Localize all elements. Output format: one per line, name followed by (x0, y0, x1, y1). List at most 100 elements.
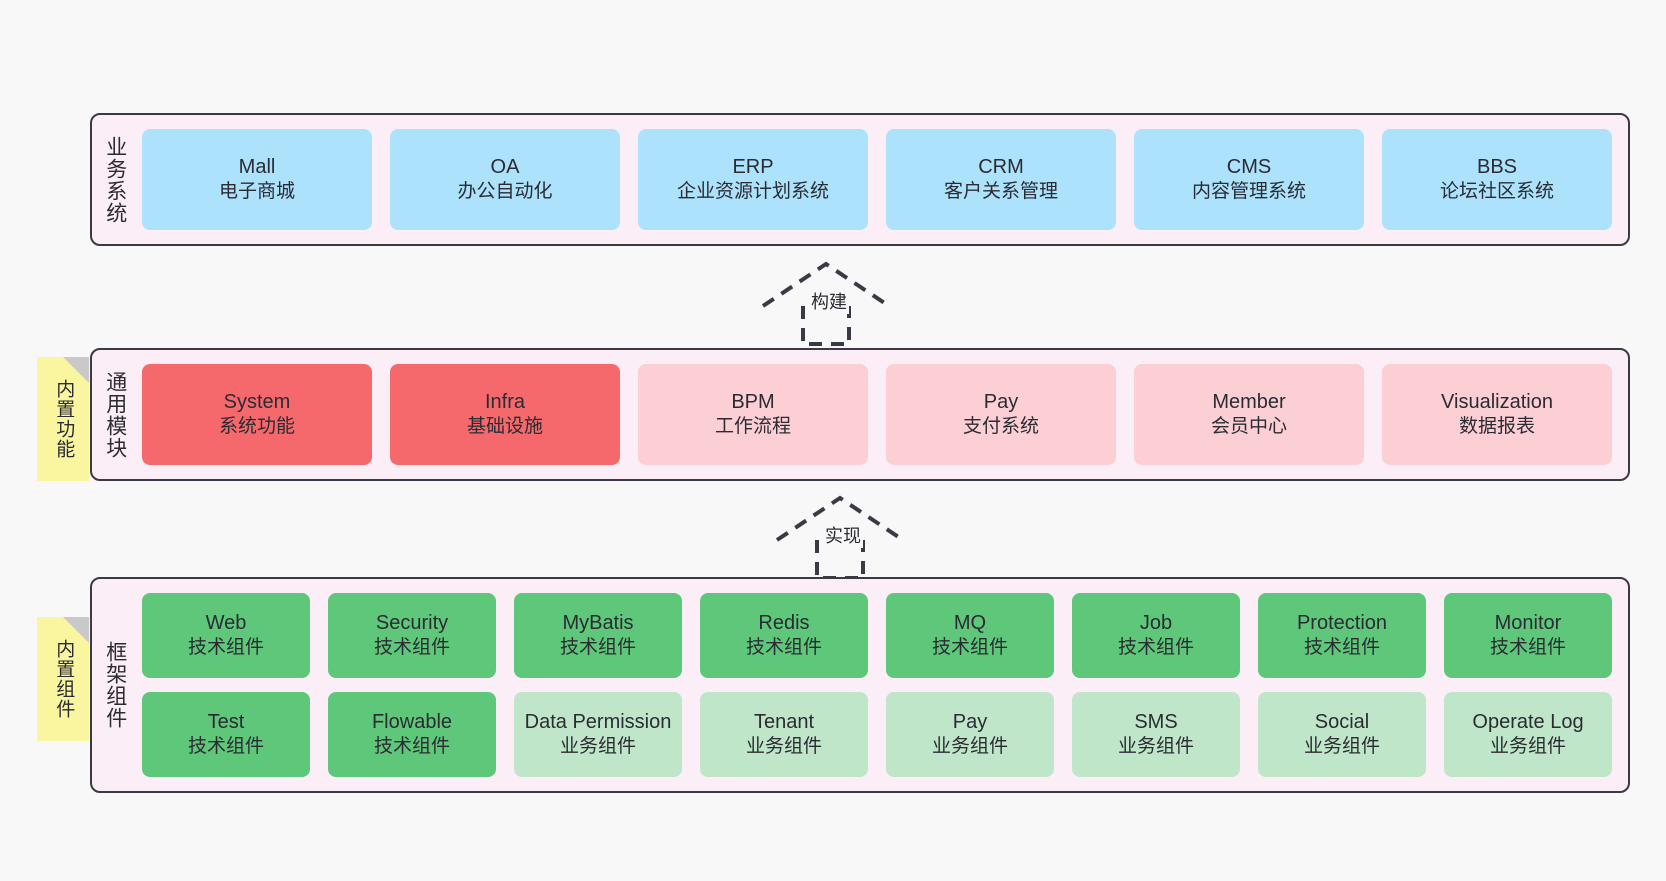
card-title: OA (490, 156, 520, 179)
layer-body-business-systems: Mall 电子商城 OA 办公自动化 ERP 企业资源计划系统 CRM 客户关系… (138, 115, 1628, 244)
card-pay-component[interactable]: Pay 业务组件 (886, 692, 1054, 777)
card-web[interactable]: Web 技术组件 (142, 593, 310, 678)
card-security[interactable]: Security 技术组件 (328, 593, 496, 678)
card-redis[interactable]: Redis 技术组件 (700, 593, 868, 678)
card-title: Tenant (753, 711, 815, 734)
card-subtitle: 业务组件 (1489, 736, 1566, 758)
card-title: CMS (1226, 156, 1272, 179)
card-tenant[interactable]: Tenant 业务组件 (700, 692, 868, 777)
card-title: System (223, 391, 291, 414)
sticky-note-built-in-functions: 内置功能 (37, 357, 89, 481)
card-pay[interactable]: Pay 支付系统 (886, 364, 1116, 465)
card-oa[interactable]: OA 办公自动化 (390, 129, 620, 230)
layer-label-framework-components: 框架组件 (103, 641, 127, 729)
card-title: Job (1139, 612, 1173, 635)
card-operate-log[interactable]: Operate Log 业务组件 (1444, 692, 1612, 777)
card-bpm[interactable]: BPM 工作流程 (638, 364, 868, 465)
card-subtitle: 系统功能 (218, 416, 295, 438)
card-subtitle: 工作流程 (714, 416, 791, 438)
card-monitor[interactable]: Monitor 技术组件 (1444, 593, 1612, 678)
card-subtitle: 技术组件 (373, 637, 450, 659)
card-subtitle: 业务组件 (931, 736, 1008, 758)
card-mybatis[interactable]: MyBatis 技术组件 (514, 593, 682, 678)
note-text: 内置组件 (53, 639, 75, 719)
card-title: Infra (484, 391, 526, 414)
card-title: BPM (731, 391, 775, 414)
card-subtitle: 技术组件 (745, 637, 822, 659)
card-title: Social (1314, 711, 1370, 734)
card-subtitle: 业务组件 (559, 736, 636, 758)
card-subtitle: 论坛社区系统 (1439, 181, 1554, 203)
card-title: CRM (978, 156, 1024, 179)
card-subtitle: 技术组件 (187, 637, 264, 659)
card-subtitle: 技术组件 (1489, 637, 1566, 659)
card-subtitle: 业务组件 (1117, 736, 1194, 758)
layer-label-business-systems: 业务系统 (103, 135, 127, 224)
card-crm[interactable]: CRM 客户关系管理 (886, 129, 1116, 230)
layer-body-framework-components: Web 技术组件 Security 技术组件 MyBatis 技术组件 Redi… (138, 579, 1628, 791)
card-subtitle: 技术组件 (187, 736, 264, 758)
card-subtitle: 办公自动化 (457, 181, 553, 203)
card-social[interactable]: Social 业务组件 (1258, 692, 1426, 777)
sticky-note-built-in-components: 内置组件 (37, 617, 89, 741)
card-title: Monitor (1494, 612, 1562, 635)
card-flowable[interactable]: Flowable 技术组件 (328, 692, 496, 777)
card-member[interactable]: Member 会员中心 (1134, 364, 1364, 465)
card-infra[interactable]: Infra 基础设施 (390, 364, 620, 465)
card-title: MyBatis (562, 612, 634, 635)
card-bbs[interactable]: BBS 论坛社区系统 (1382, 129, 1612, 230)
card-row: Mall 电子商城 OA 办公自动化 ERP 企业资源计划系统 CRM 客户关系… (142, 129, 1612, 230)
card-cms[interactable]: CMS 内容管理系统 (1134, 129, 1364, 230)
card-title: Member (1212, 391, 1286, 414)
card-title: Operate Log (1472, 711, 1584, 734)
card-mq[interactable]: MQ 技术组件 (886, 593, 1054, 678)
arrow-implement: 实现 (769, 492, 959, 582)
card-title: ERP (732, 156, 774, 179)
note-fold-icon (63, 357, 89, 383)
layer-framework-components: 框架组件 Web 技术组件 Security 技术组件 MyBatis 技术组件… (90, 577, 1630, 793)
card-sms[interactable]: SMS 业务组件 (1072, 692, 1240, 777)
card-visualization[interactable]: Visualization 数据报表 (1382, 364, 1612, 465)
card-title: Data Permission (524, 711, 672, 734)
card-subtitle: 业务组件 (745, 736, 822, 758)
card-title: Security (375, 612, 449, 635)
note-fold-icon (63, 617, 89, 643)
card-title: Test (207, 711, 245, 734)
note-text: 内置功能 (53, 379, 75, 459)
arrow-label-implement: 实现 (823, 522, 863, 548)
arrow-build: 构建 (755, 258, 945, 348)
layer-body-common-modules: System 系统功能 Infra 基础设施 BPM 工作流程 Pay 支付系统… (138, 350, 1628, 479)
card-subtitle: 客户关系管理 (943, 181, 1058, 203)
card-subtitle: 业务组件 (1303, 736, 1380, 758)
card-mall[interactable]: Mall 电子商城 (142, 129, 372, 230)
card-row-technical: Web 技术组件 Security 技术组件 MyBatis 技术组件 Redi… (142, 593, 1612, 678)
card-data-permission[interactable]: Data Permission 业务组件 (514, 692, 682, 777)
card-subtitle: 技术组件 (559, 637, 636, 659)
layer-common-modules: 通用模块 System 系统功能 Infra 基础设施 BPM 工作流程 Pay… (90, 348, 1630, 481)
card-erp[interactable]: ERP 企业资源计划系统 (638, 129, 868, 230)
card-subtitle: 技术组件 (1303, 637, 1380, 659)
card-subtitle: 数据报表 (1458, 416, 1535, 438)
card-row-business: Test 技术组件 Flowable 技术组件 Data Permission … (142, 692, 1612, 777)
card-subtitle: 技术组件 (1117, 637, 1194, 659)
card-subtitle: 企业资源计划系统 (676, 181, 829, 203)
card-subtitle: 基础设施 (466, 416, 543, 438)
card-title: Protection (1296, 612, 1388, 635)
card-title: Pay (952, 711, 988, 734)
arrow-label-build: 构建 (809, 288, 849, 314)
card-subtitle: 支付系统 (962, 416, 1039, 438)
arrow-head-outline (761, 261, 891, 308)
card-subtitle: 技术组件 (931, 637, 1008, 659)
card-job[interactable]: Job 技术组件 (1072, 593, 1240, 678)
card-title: MQ (953, 612, 987, 635)
card-title: Visualization (1441, 391, 1553, 414)
card-subtitle: 技术组件 (373, 736, 450, 758)
card-title: Pay (983, 391, 1019, 414)
card-protection[interactable]: Protection 技术组件 (1258, 593, 1426, 678)
card-row: System 系统功能 Infra 基础设施 BPM 工作流程 Pay 支付系统… (142, 364, 1612, 465)
card-test[interactable]: Test 技术组件 (142, 692, 310, 777)
card-system[interactable]: System 系统功能 (142, 364, 372, 465)
arrow-head-outline (775, 495, 905, 542)
card-subtitle: 会员中心 (1210, 416, 1287, 438)
